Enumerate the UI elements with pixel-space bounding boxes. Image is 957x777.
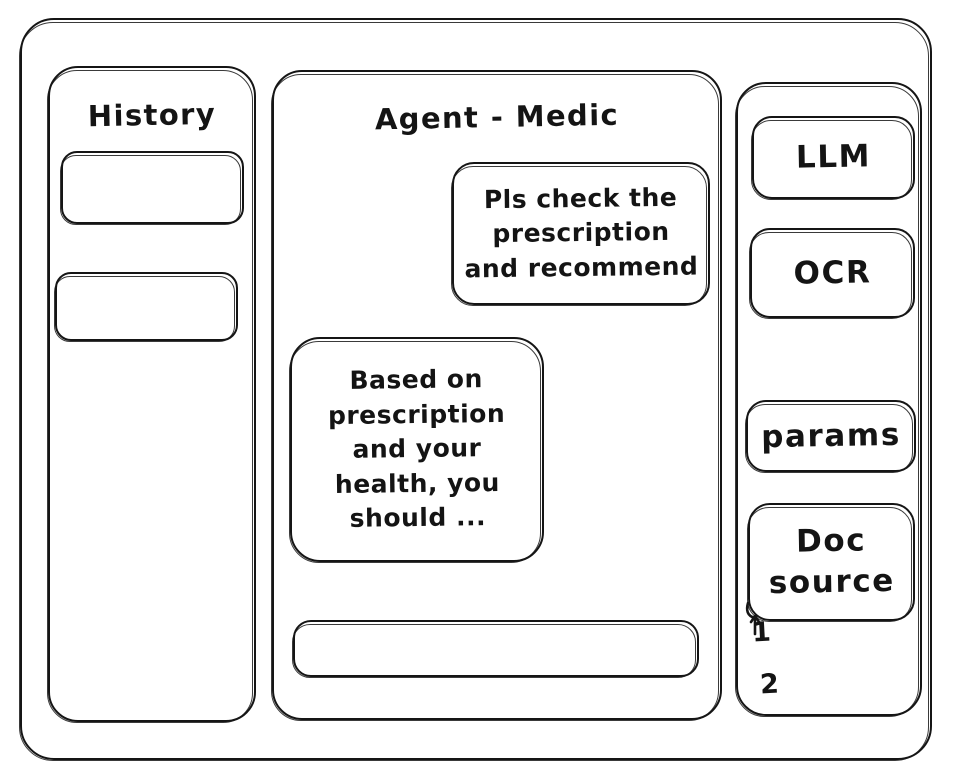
- agent-message-bubble: Based on prescription and your health, y…: [289, 337, 544, 563]
- history-item-label: [57, 273, 237, 340]
- history-item[interactable]: [60, 151, 244, 225]
- message-input-value: [295, 620, 698, 678]
- tool-card-llm[interactable]: LLM: [751, 116, 915, 200]
- agent-message-text: Based on prescription and your health, y…: [327, 364, 506, 534]
- message-input[interactable]: [292, 620, 699, 678]
- tool-card-llm-label: LLM: [795, 138, 872, 176]
- tool-card-params[interactable]: params: [745, 400, 916, 473]
- user-message-bubble: Pls check the prescription and recommend: [451, 162, 710, 306]
- history-item[interactable]: [54, 272, 238, 342]
- history-panel-title: History: [87, 96, 217, 134]
- doc-source-item-1[interactable]: 1: [751, 616, 773, 649]
- history-item-label: [63, 152, 243, 223]
- doc-source-item-2[interactable]: 2: [759, 668, 781, 701]
- tool-card-params-label: params: [760, 416, 902, 455]
- tool-card-ocr[interactable]: OCR: [749, 228, 915, 319]
- doc-source-connector-icon: [745, 601, 761, 636]
- tool-card-ocr-label: OCR: [793, 253, 872, 292]
- user-message-text: Pls check the prescription and recommend: [464, 182, 699, 284]
